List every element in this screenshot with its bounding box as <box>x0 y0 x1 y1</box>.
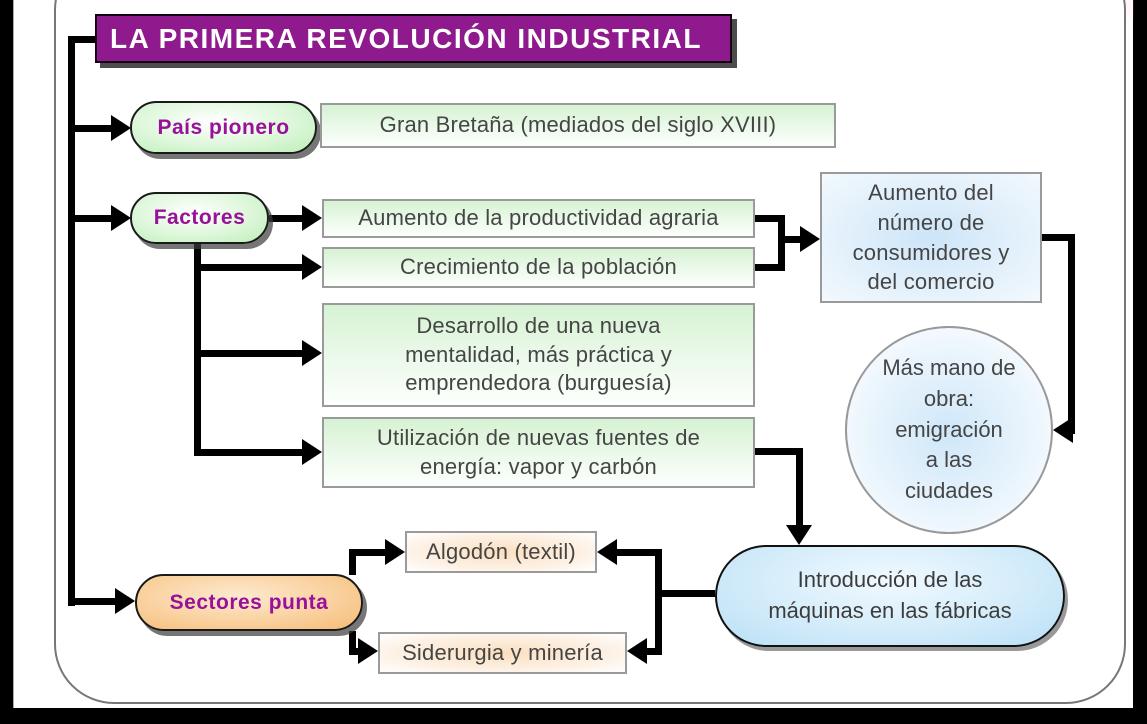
connector-branch-mentalidad <box>199 350 304 357</box>
connector-consumidores-out <box>1042 234 1075 241</box>
node-poblacion: Crecimiento de la población <box>322 247 755 288</box>
connector-energia-out <box>755 448 803 455</box>
node-factores: Factores <box>130 192 269 244</box>
arrowhead-into-algodon-right <box>597 539 617 565</box>
arrowhead-into-sectores <box>115 588 135 614</box>
arrowhead-into-pais-pionero <box>111 115 131 141</box>
connector-branch-title <box>73 36 97 43</box>
arrowhead-into-poblacion <box>302 254 322 280</box>
node-energia: Utilización de nuevas fuentes de energía… <box>322 417 755 488</box>
connector-branch-factores <box>73 215 113 222</box>
connector-branch-sectores <box>73 598 117 605</box>
connector-poblacion-out <box>755 264 785 271</box>
node-gran-bretana: Gran Bretaña (mediados del siglo XVIII) <box>320 103 836 148</box>
arrowhead-into-maquinas <box>786 525 812 545</box>
connector-bracket-mid <box>783 236 803 243</box>
arrowhead-into-mentalidad <box>302 340 322 366</box>
node-mentalidad: Desarrollo de una nueva mentalidad, más … <box>322 303 755 407</box>
connector-sectores-to-algodon <box>349 549 387 556</box>
connector-sectores-up <box>349 552 356 575</box>
node-siderurgia: Siderurgia y minería <box>378 632 627 674</box>
arrowhead-into-productividad <box>302 205 322 231</box>
diagram-title: LA PRIMERA REVOLUCIÓN INDUSTRIAL <box>95 14 732 63</box>
connector-main-trunk <box>68 36 75 606</box>
connector-branch-poblacion <box>199 264 304 271</box>
arrowhead-into-algodon-left <box>385 539 405 565</box>
arrowhead-into-mano-de-obra <box>1053 417 1073 443</box>
node-maquinas: Introducción de las máquinas en las fábr… <box>715 545 1065 647</box>
node-consumidores: Aumento del número de consumidores y del… <box>820 172 1042 303</box>
arrowhead-into-consumidores <box>800 226 820 252</box>
node-algodon: Algodón (textil) <box>405 531 597 573</box>
connector-maquinas-out <box>662 590 715 597</box>
connector-consumidores-down <box>1068 234 1075 434</box>
connector-branch-pais-pionero <box>73 125 113 132</box>
arrowhead-into-siderurgia-right <box>627 638 647 664</box>
connector-arm-algodon <box>615 549 660 556</box>
connector-factores-to-productividad <box>269 215 305 222</box>
connector-arm-siderurgia <box>645 648 660 655</box>
node-mano-de-obra: Más mano de obra: emigración a las ciuda… <box>845 326 1053 534</box>
connector-sectores-down <box>349 631 356 653</box>
connector-branch-energia <box>199 449 304 456</box>
connector-factores-trunk <box>194 244 201 456</box>
node-pais-pionero: País pionero <box>130 101 317 154</box>
connector-bracket-vertical <box>778 215 785 271</box>
connector-energia-down <box>796 448 803 525</box>
arrowhead-into-energia <box>302 439 322 465</box>
arrowhead-into-factores <box>111 205 131 231</box>
connector-productividad-out <box>755 215 785 222</box>
arrowhead-into-siderurgia-left <box>358 638 378 664</box>
connector-maquinas-bracket <box>655 549 662 655</box>
connector-sectores-to-siderurgia <box>349 648 363 655</box>
node-sectores-punta: Sectores punta <box>135 574 363 631</box>
node-productividad: Aumento de la productividad agraria <box>322 199 755 238</box>
